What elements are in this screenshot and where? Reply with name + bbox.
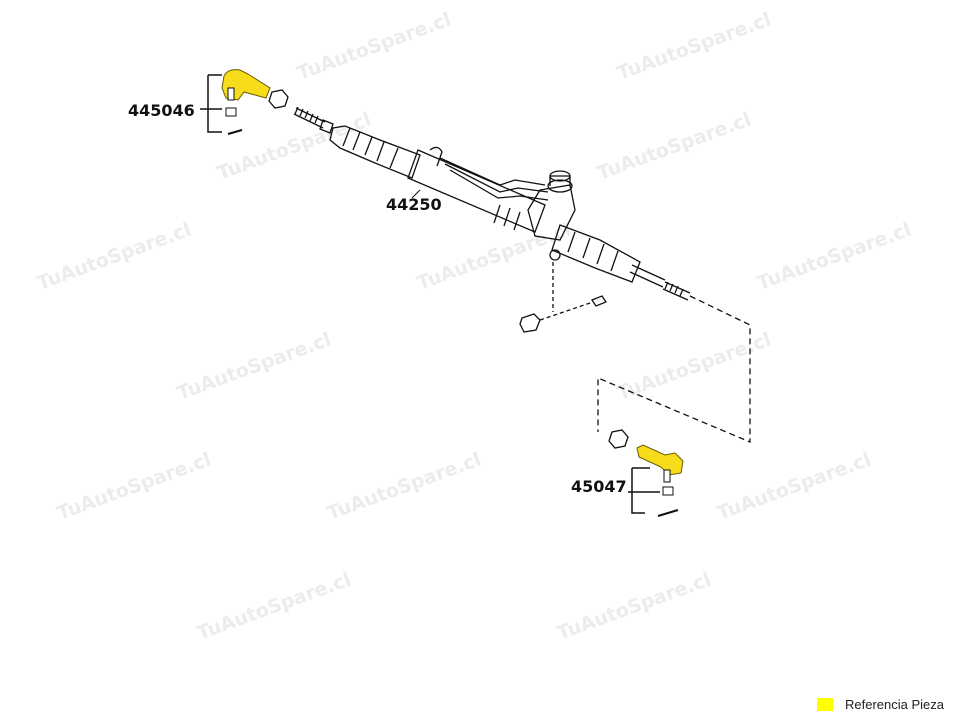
tie-rod-end-45047[interactable] [628, 444, 684, 517]
watermark-text: TuAutoSpare.cl [554, 569, 714, 645]
legend: Referencia Pieza [817, 697, 944, 712]
dashed-linkage [597, 295, 751, 443]
hydraulic-lines [439, 157, 549, 201]
part-label-445046[interactable]: 445046 [128, 101, 195, 120]
watermark-text: TuAutoSpare.cl [754, 219, 914, 295]
right-boot [551, 224, 641, 283]
watermark-text: TuAutoSpare.cl [174, 329, 334, 405]
tie-rod-end-445046[interactable] [200, 69, 271, 135]
rack-housing [407, 149, 546, 233]
watermark-text: TuAutoSpare.cl [34, 219, 194, 295]
right-nut [608, 429, 629, 449]
watermark-text: TuAutoSpare.cl [54, 449, 214, 525]
mount-bolt [591, 295, 607, 307]
right-rack-end [629, 264, 691, 301]
legend-label: Referencia Pieza [845, 697, 944, 712]
mount-bracket [519, 313, 541, 333]
left-rack-end [293, 106, 334, 134]
watermark-text: TuAutoSpare.cl [594, 109, 754, 185]
watermark-text: TuAutoSpare.cl [194, 569, 354, 645]
left-boot [329, 125, 421, 179]
left-nut [268, 89, 289, 109]
pinion-housing [493, 170, 576, 261]
leader-44250 [411, 189, 421, 199]
part-label-45047[interactable]: 45047 [571, 477, 627, 496]
watermark-text: TuAutoSpare.cl [614, 9, 774, 85]
watermark-text: TuAutoSpare.cl [324, 449, 484, 525]
legend-swatch [817, 698, 833, 711]
steering-rack-drawing [268, 89, 751, 449]
watermark-text: TuAutoSpare.cl [214, 109, 374, 185]
part-label-44250[interactable]: 44250 [386, 195, 442, 214]
watermark-text: TuAutoSpare.cl [714, 449, 874, 525]
watermark-text: TuAutoSpare.cl [294, 9, 454, 85]
